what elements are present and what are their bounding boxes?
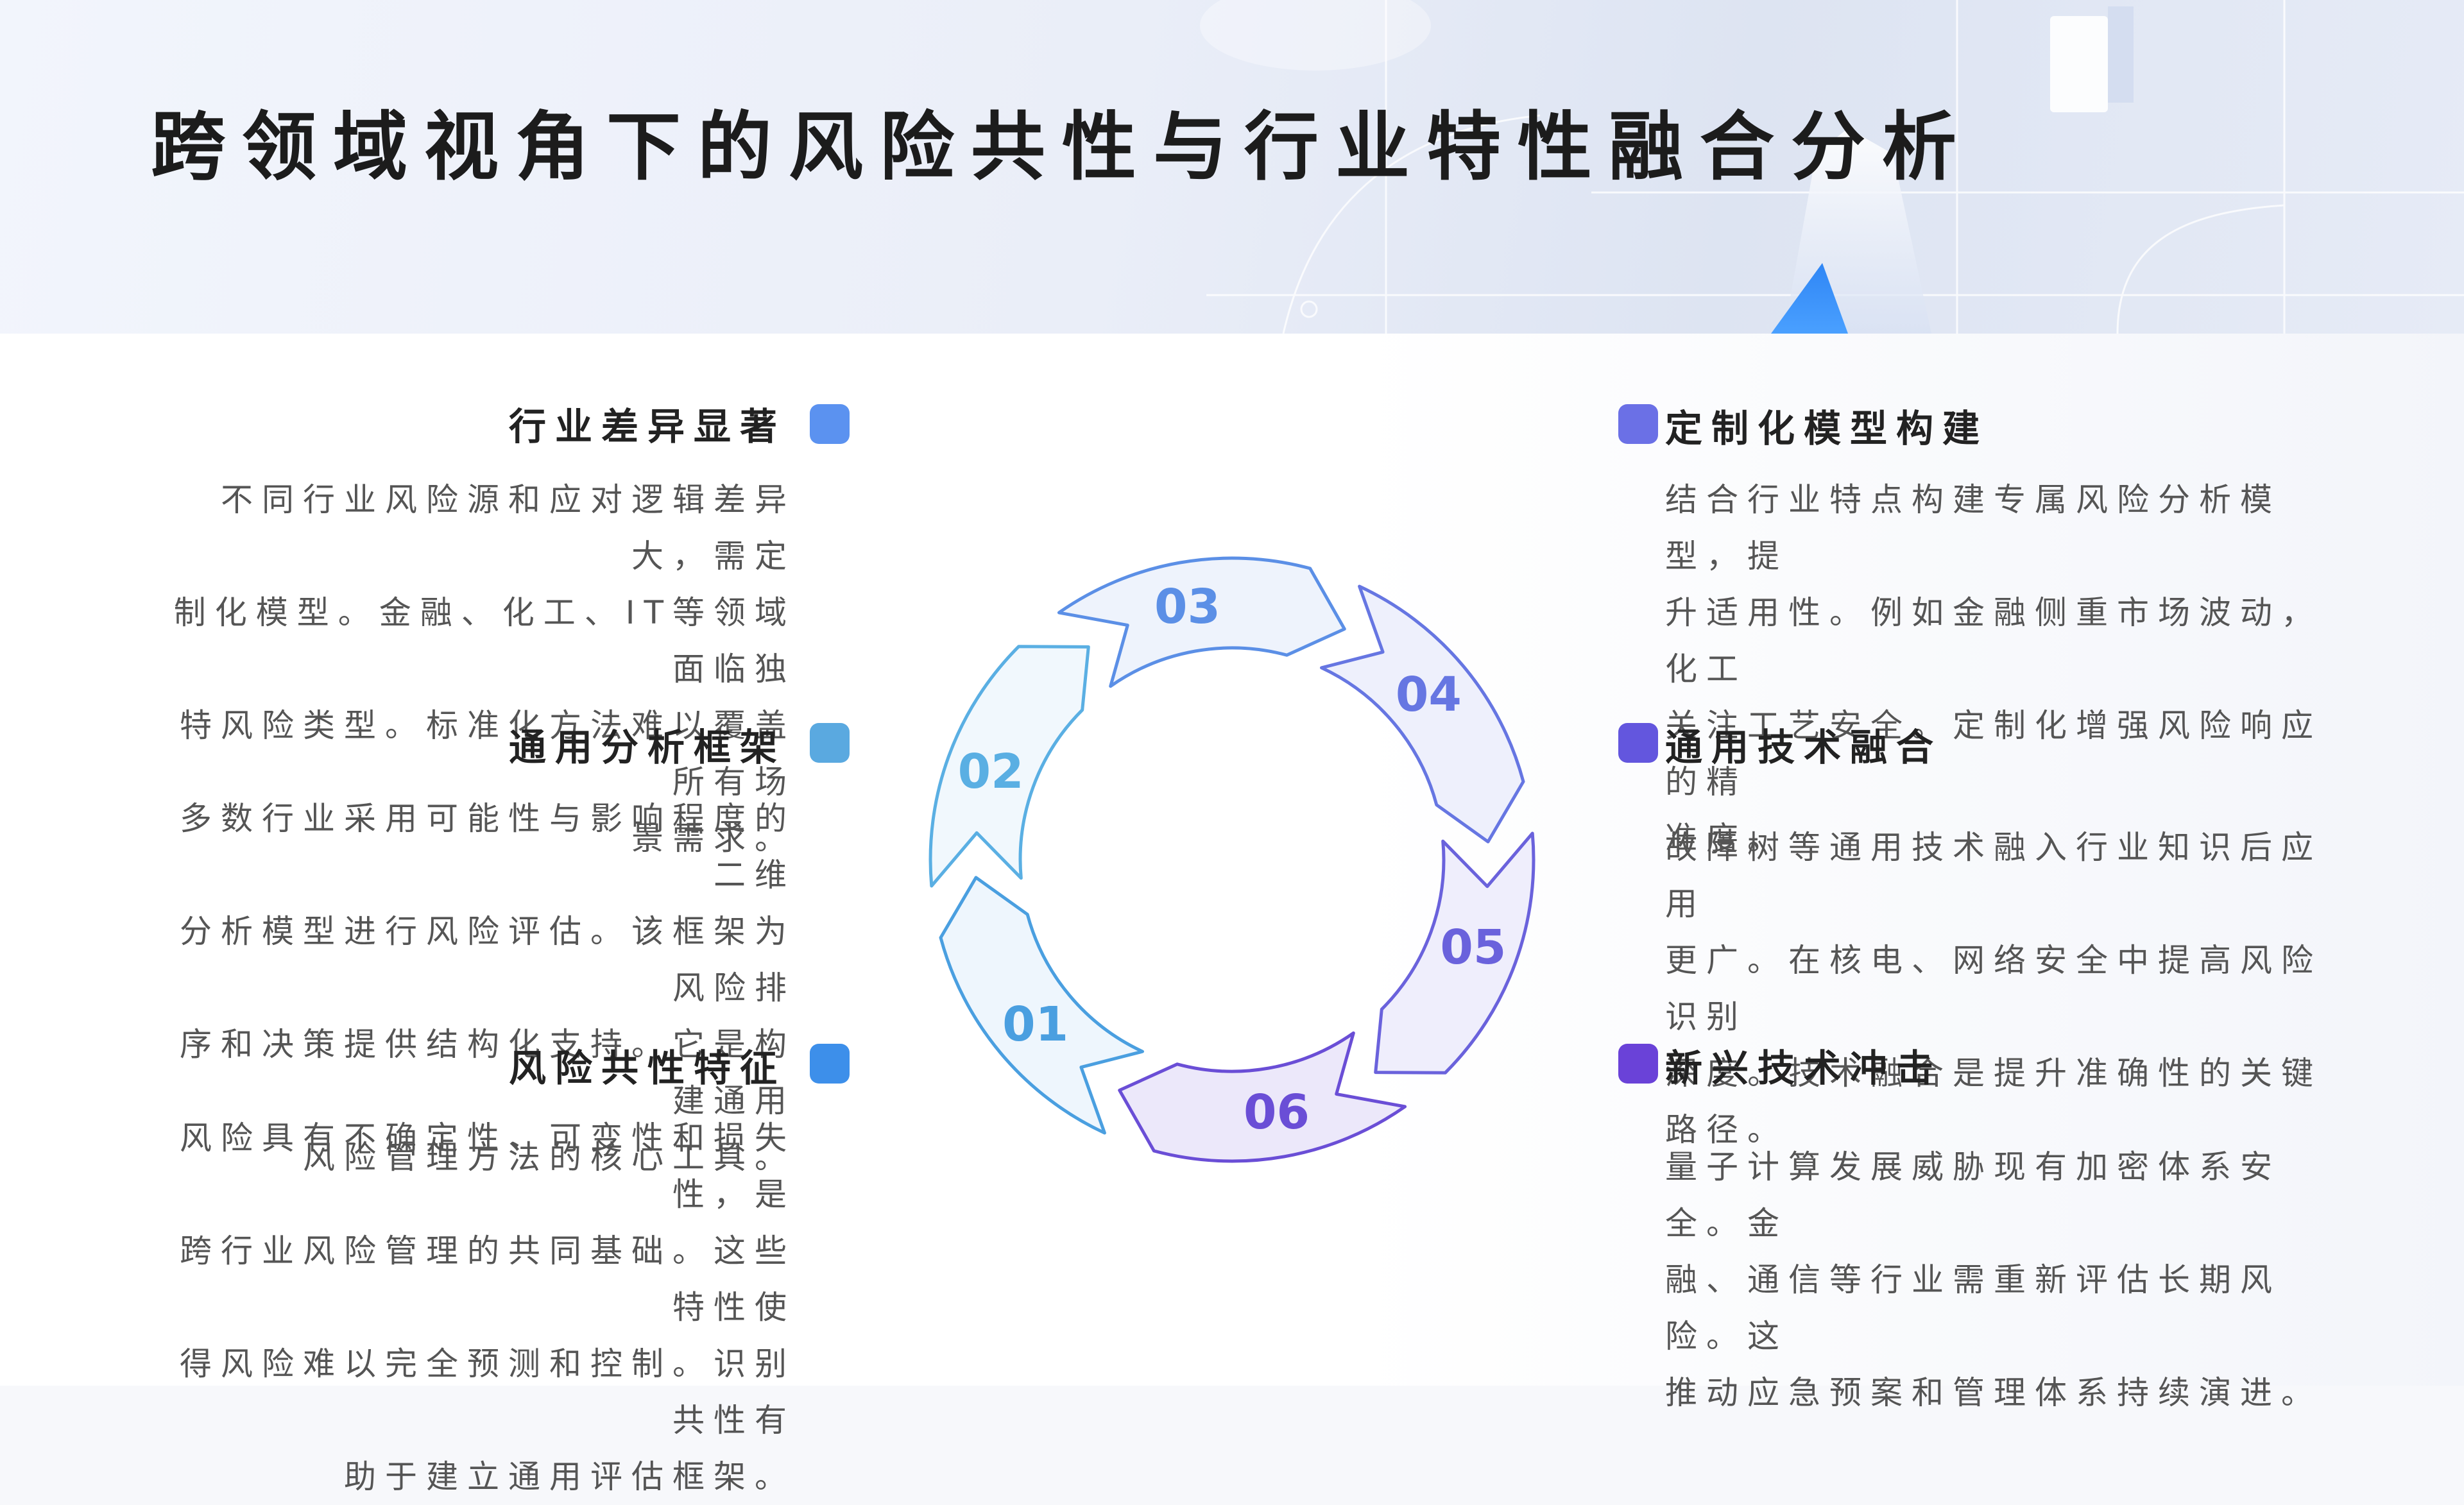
- desc-general-framework: 多数行业采用可能性与影响程度的二维 分析模型进行风险评估。该框架为风险排 序和决…: [180, 800, 796, 1176]
- marker-blue: [810, 404, 850, 444]
- cycle-segment-02: [928, 645, 1090, 888]
- desc-tech-fusion: 故障树等通用技术融入行业知识后应用 更广。在核电、网络安全中提高风险识别 深度。…: [1665, 829, 2322, 1148]
- desc-custom-model: 结合行业特点构建专属风险分析模型，提 升适用性。例如金融侧重市场波动，化工 关注…: [1665, 481, 2322, 857]
- cycle-segment-06: [1118, 1031, 1407, 1163]
- cycle-label-05: 05: [1440, 920, 1506, 975]
- main-content: [0, 334, 2464, 1386]
- cycle-segment-01: [939, 876, 1144, 1135]
- cycle-segment-05: [1374, 831, 1536, 1075]
- header-banner: 跨领域视角下的风险共性与行业特性融合分析: [0, 0, 2464, 334]
- heading-general-framework: 通用分析框架: [508, 726, 786, 769]
- cycle-segment-04: [1320, 584, 1525, 844]
- cycle-diagram: 01 02 03 04 05 06: [928, 556, 1536, 1163]
- desc-industry-differences: 不同行业风险源和应对逻辑差异大，需定 制化模型。金融、化工、IT等领域面临独 特…: [173, 481, 796, 857]
- heading-industry-differences: 行业差异显著: [508, 405, 786, 448]
- marker-indigo: [1618, 404, 1658, 444]
- desc-risk-commonality: 风险具有不确定性、可变性和损失性，是 跨行业风险管理的共同基础。这些特性使 得风…: [180, 1119, 796, 1495]
- heading-custom-model: 定制化模型构建: [1665, 407, 1989, 450]
- page-title: 跨领域视角下的风险共性与行业特性融合分析: [151, 104, 1973, 191]
- cycle-label-01: 01: [1002, 997, 1068, 1052]
- marker-violet: [1618, 723, 1658, 763]
- cycle-label-03: 03: [1154, 579, 1220, 634]
- marker-purple: [1618, 1044, 1658, 1084]
- heading-risk-commonality: 风险共性特征: [508, 1046, 786, 1090]
- cycle-label-02: 02: [958, 744, 1024, 799]
- marker-bright-blue: [810, 1044, 850, 1084]
- cycle-segment-03: [1057, 556, 1346, 688]
- heading-emerging-tech: 新兴技术冲击: [1665, 1046, 1943, 1090]
- cycle-label-06: 06: [1244, 1085, 1310, 1140]
- cycle-label-04: 04: [1396, 667, 1462, 722]
- marker-sky: [810, 723, 850, 763]
- heading-tech-fusion: 通用技术融合: [1665, 726, 1943, 769]
- desc-emerging-tech: 量子计算发展威胁现有加密体系安全。金 融、通信等行业需重新评估长期风险。这 推动…: [1665, 1148, 2322, 1411]
- banner-decoration: [1200, 0, 2464, 334]
